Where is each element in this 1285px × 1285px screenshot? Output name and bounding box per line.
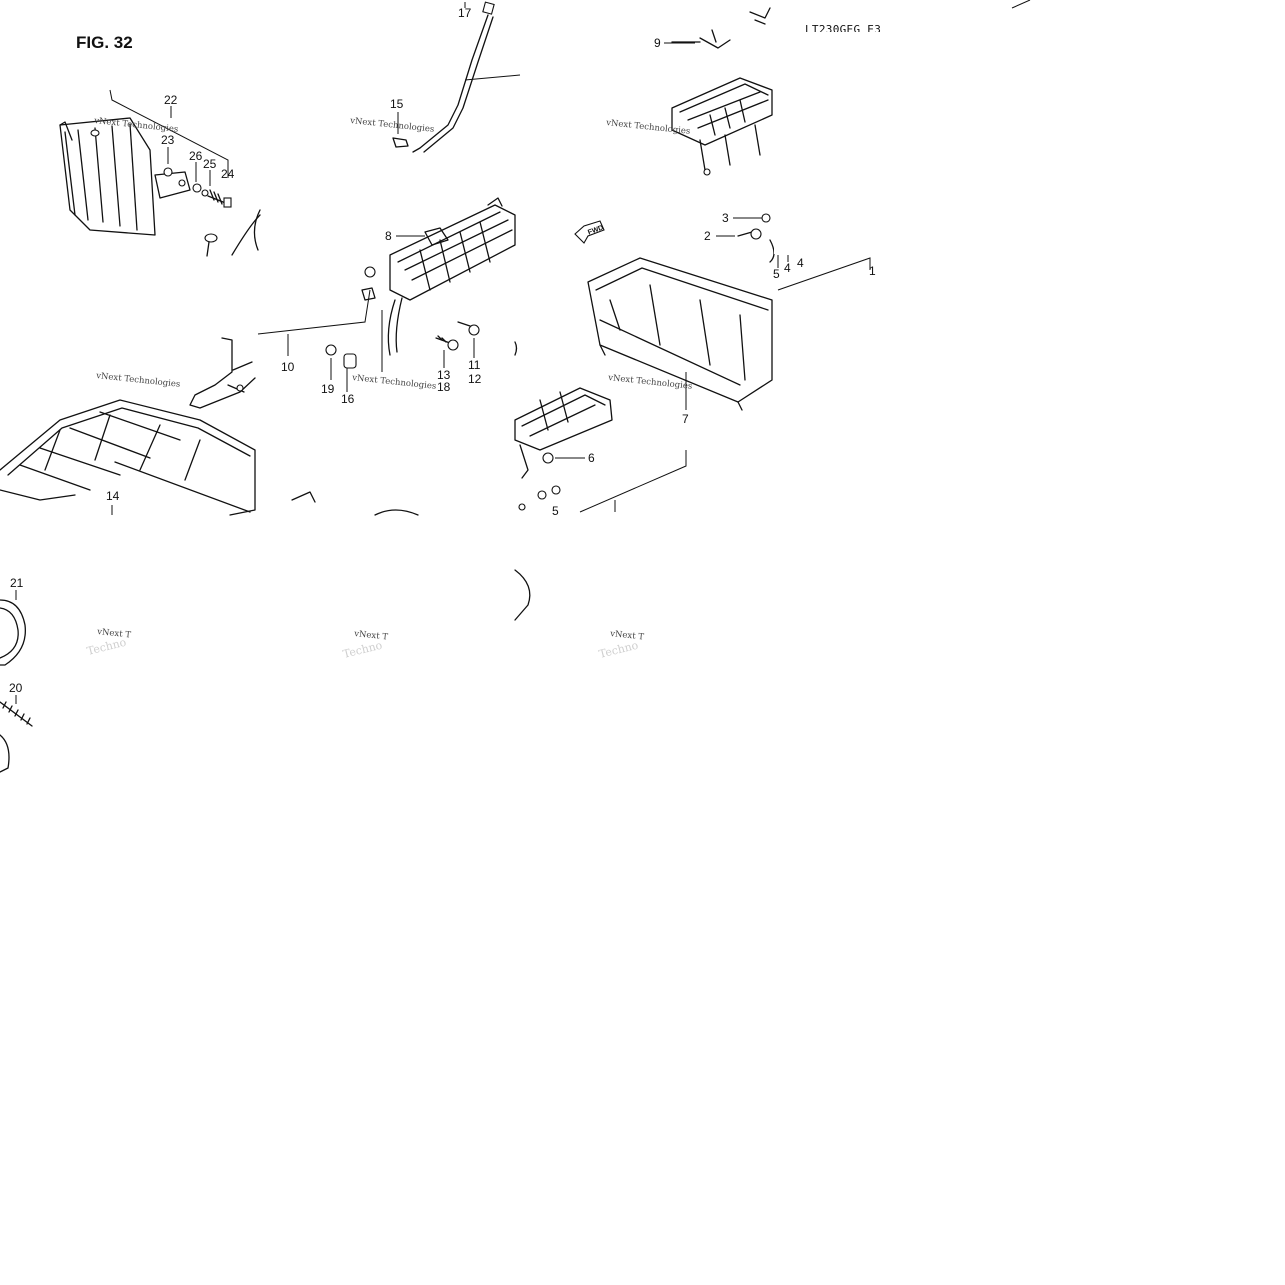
watermark-group: vNext Technologies vNext Technologies vN…	[86, 116, 693, 661]
callout-18: 18	[437, 380, 451, 394]
watermark-text: vNext Technologies	[351, 373, 437, 392]
watermark-text: vNext Technologies	[605, 118, 691, 137]
callout-16: 16	[341, 392, 355, 406]
watermark-text: vNext Technologies	[93, 116, 179, 135]
watermark-text-short: vNext T	[609, 629, 645, 643]
callout-labels: 22 23 26 25 24 17 15 9 3 2 5 4 4 1 8 10 …	[9, 6, 876, 695]
callout-4-a: 4	[784, 261, 791, 275]
fwd-arrow-icon: FWD	[574, 220, 605, 244]
callout-9: 9	[654, 36, 661, 50]
callout-12: 12	[468, 372, 482, 386]
bolt-group-2-3	[737, 213, 775, 263]
leader-22-bracket	[109, 89, 229, 178]
callout-21: 21	[10, 576, 24, 590]
watermark-text: vNext Technologies	[95, 371, 181, 390]
callout-10: 10	[281, 360, 295, 374]
watermark-ghost: Techno	[598, 639, 640, 661]
watermark-ghost: Techno	[86, 636, 128, 658]
basket-assembly	[587, 257, 773, 411]
stay-rod-assembly	[392, 1, 521, 153]
callout-11: 11	[468, 358, 481, 372]
front-carrier-assembly	[253, 197, 518, 369]
callout-5-upper: 5	[773, 267, 780, 281]
callout-5-lower: 5	[552, 504, 559, 518]
bumper-assembly	[0, 599, 33, 773]
watermark-ghost: Techno	[342, 639, 384, 661]
front-rack-large	[0, 337, 419, 516]
rear-carrier-lower	[514, 387, 613, 621]
watermark-text: vNext Technologies	[349, 116, 435, 135]
callout-19: 19	[321, 382, 335, 396]
watermark-text: vNext Technologies	[607, 373, 693, 392]
callout-15: 15	[390, 97, 404, 111]
front-guard-assembly	[59, 117, 261, 257]
callout-13: 13	[437, 368, 451, 382]
callout-2: 2	[704, 229, 711, 243]
callout-24: 24	[221, 167, 235, 181]
callout-23: 23	[161, 133, 175, 147]
callout-26: 26	[189, 149, 203, 163]
callout-20: 20	[9, 681, 23, 695]
edge-fragment	[1011, 0, 1031, 9]
watermark-text-short: vNext T	[353, 629, 389, 643]
callout-25: 25	[203, 157, 217, 171]
callout-4-b: 4	[797, 256, 804, 270]
blank-region	[774, 32, 1285, 254]
callout-8: 8	[385, 229, 392, 243]
rear-carrier-assembly	[671, 7, 773, 176]
callout-3: 3	[722, 211, 729, 225]
watermark-text-short: vNext T	[96, 627, 132, 641]
callout-7: 7	[682, 412, 689, 426]
callout-22: 22	[164, 93, 178, 107]
figure-title: FIG. 32	[76, 33, 133, 52]
callout-14: 14	[106, 489, 120, 503]
callout-17: 17	[458, 6, 472, 20]
callout-6: 6	[588, 451, 595, 465]
callout-1: 1	[869, 264, 876, 278]
